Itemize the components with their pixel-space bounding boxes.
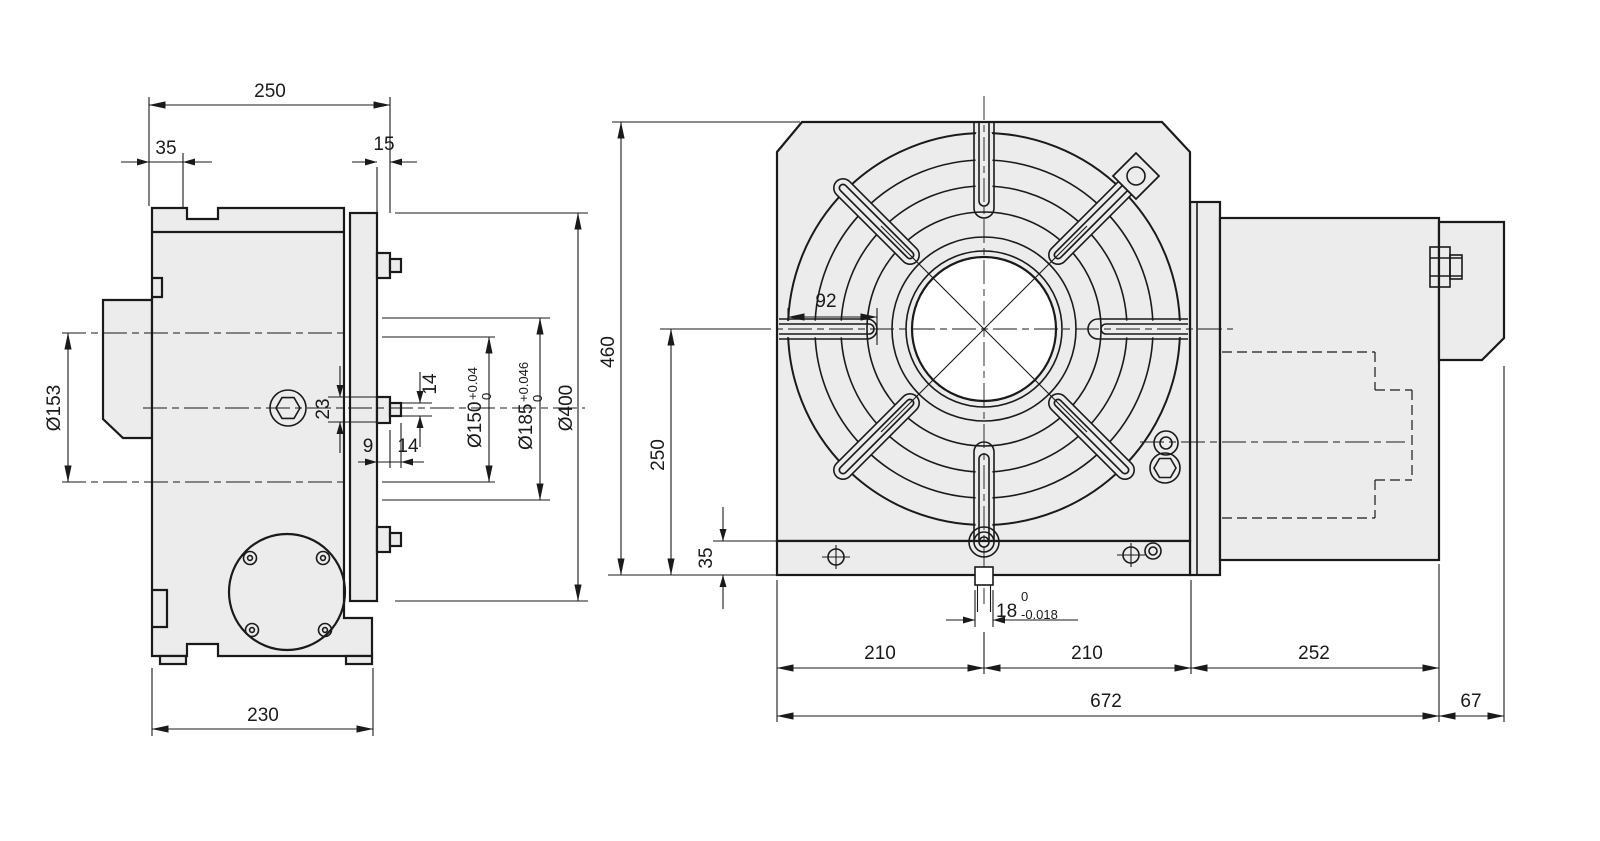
dim-tslot-neck: 14 [420,373,441,395]
dim-connector-width: 67 [1460,691,1481,712]
front-base-features [822,526,1162,612]
front-dimensions: 460 250 35 92 18 0 [598,121,1505,722]
side-foot-right [344,654,374,666]
side-cover-screws [242,550,333,638]
dim-seg-right: 252 [1298,643,1330,664]
svg-text:Ø150: Ø150 [465,402,486,448]
dim-overall-width: 250 [254,81,286,102]
dim-overall-height: 460 [598,336,619,368]
dim-base-height: 35 [696,547,717,568]
dim-flange-lip: 15 [373,134,394,155]
dim-offset-left: 35 [155,138,176,159]
dim-boss-diameter: Ø153 [44,385,65,431]
dim-spigot-inner: Ø150 +0.04 0 [465,367,494,448]
front-adapter-plate [1188,200,1222,577]
svg-text:+0.046: +0.046 [516,362,531,402]
dim-face-depth: 9 [363,436,374,457]
front-motor-housing [1218,216,1441,562]
side-left-recess [152,588,169,629]
front-terminal-screw [1429,246,1463,288]
front-hidden-motor [1222,351,1413,519]
dim-seg-center: 210 [1071,643,1103,664]
dim-table-diameter: Ø400 [556,385,577,431]
svg-text:0: 0 [530,395,545,402]
dim-key-width: 18 0 -0.018 [996,589,1058,622]
side-dimensions: 250 35 15 Ø153 23 [44,81,588,736]
svg-text:18: 18 [996,601,1017,622]
dim-spigot-outer: Ø185 +0.046 0 [516,362,545,450]
side-boss-extents [62,332,345,483]
dim-overall-length: 672 [1090,691,1122,712]
side-main-body [150,206,374,658]
svg-text:+0.04: +0.04 [465,367,480,400]
svg-text:0: 0 [479,393,494,400]
dim-slot-length: 92 [815,291,836,312]
front-connector-block [1437,220,1506,362]
dim-tslot-base: 23 [313,398,334,419]
side-boss-block [101,298,154,440]
front-face-plugs [1149,430,1181,484]
dim-seg-left: 210 [864,643,896,664]
svg-text:-0.018: -0.018 [1021,607,1058,622]
svg-text:Ø185: Ø185 [516,404,537,450]
front-centerlines [747,96,1405,604]
front-view: 460 250 35 92 18 0 [598,96,1506,722]
dim-center-height: 250 [648,439,669,471]
side-tslot-sections [375,251,403,554]
front-key [974,566,994,586]
side-foot-left [158,654,188,666]
dim-tslot-depth: 14 [397,436,419,457]
side-view: 250 35 15 Ø153 23 [44,81,588,736]
side-left-notch [152,276,164,299]
side-motor-cover [227,532,347,652]
side-table-plate [348,211,379,603]
dim-base-width: 230 [247,705,279,726]
svg-text:0: 0 [1021,589,1028,604]
front-clamp-handle [1111,151,1161,201]
